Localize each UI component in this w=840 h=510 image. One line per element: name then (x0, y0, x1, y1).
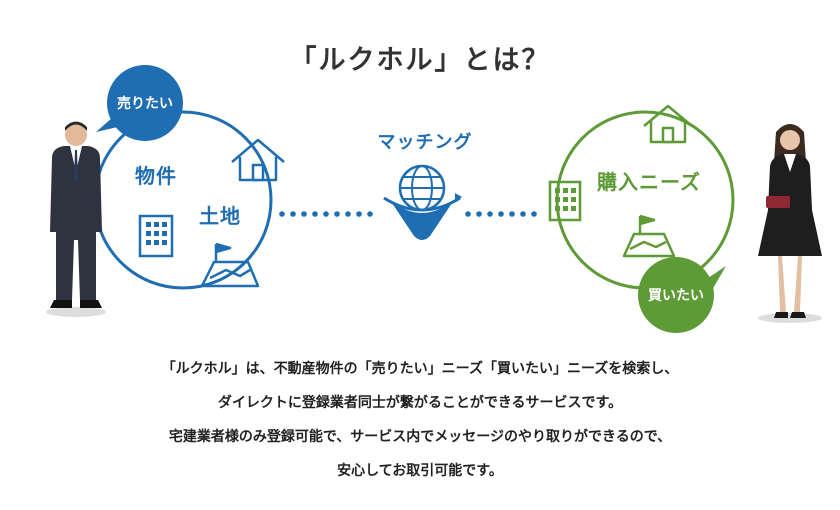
buyer-needs-label: 購入ニーズ (597, 170, 701, 194)
building-icon (138, 214, 174, 258)
page-title: 「ルクホル」とは？ (289, 45, 551, 76)
buyer-bubble-label: 買いたい (648, 288, 704, 304)
seller-bubble-label: 売りたい (117, 96, 173, 112)
house-icon (643, 104, 693, 144)
building-icon (548, 180, 582, 222)
house-icon (231, 138, 285, 182)
seller-bubble (96, 65, 183, 141)
description-line: 「ルクホル」は、不動産物件の「売りたい」ニーズ「買いたい」ニーズを検索し、 (161, 361, 679, 377)
description-line: ダイレクトに登録業者同士が繋がることができるサービスです。 (217, 395, 623, 411)
description-line: 宅建業者様のみ登録可能で、サービス内でメッセージのやり取りができるので、 (168, 429, 672, 445)
dotted-connector-left (279, 211, 373, 217)
businesswoman-figure (758, 124, 822, 323)
matching-label: マッチング (377, 132, 473, 153)
service-description: 「ルクホル」は、不動産物件の「売りたい」ニーズ「買いたい」ニーズを検索し、 ダイ… (0, 352, 840, 488)
description-line: 安心してお取引可能です。 (337, 463, 503, 479)
land-map-icon (200, 242, 260, 288)
seller-item-property: 物件 (135, 164, 177, 188)
buyer-circle (555, 110, 735, 290)
matching-diagram (46, 65, 822, 333)
businessman-figure (46, 121, 106, 317)
buyer-bubble (638, 257, 726, 333)
dotted-connector-right (465, 211, 537, 217)
globe-funnel-icon (383, 164, 462, 240)
land-map-icon (622, 214, 676, 258)
seller-item-land: 土地 (199, 204, 241, 228)
